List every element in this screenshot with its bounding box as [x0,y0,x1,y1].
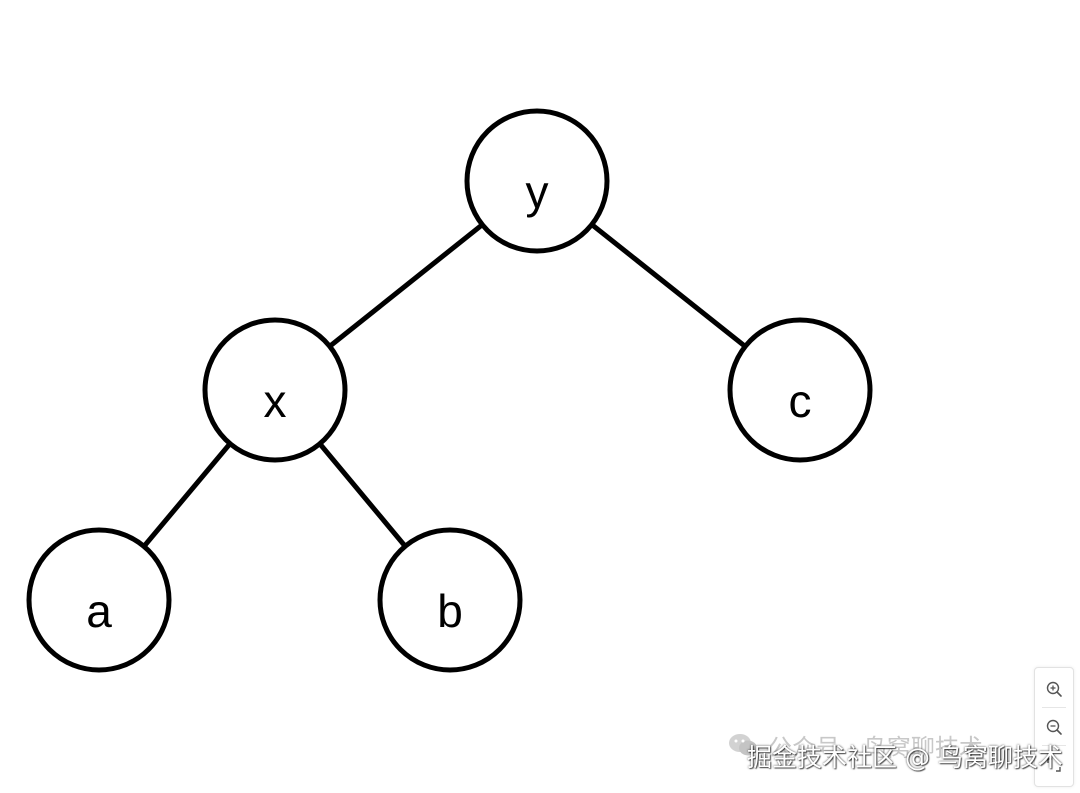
wechat-icon [729,734,757,756]
edges-layer [142,222,747,548]
node-label: b [437,585,463,637]
toolbar-divider [1042,707,1066,708]
node-circle [377,527,523,673]
toolbar-divider [1042,745,1066,746]
node-circle [464,108,610,254]
zoom-out-icon [1046,719,1062,735]
edge-x-a [142,442,232,548]
node-circle [202,317,348,463]
wechat-watermark-text: 公众号 · 鸟窝聊技术 [768,733,983,762]
zoom-in-icon [1046,681,1062,697]
node-circle [727,317,873,463]
reset-zoom-button[interactable] [1035,746,1073,784]
nodes-layer: y x c a b [26,108,873,673]
edge-y-x [328,222,484,349]
node-a: a [26,527,172,673]
node-x: x [202,317,348,463]
zoom-out-button[interactable] [1035,708,1073,746]
node-label: a [86,585,112,637]
zoom-in-button[interactable] [1035,670,1073,708]
juejin-watermark: 掘金技术社区 @ 鸟窝聊技术 [747,743,1063,772]
node-label: x [264,375,287,427]
edge-x-b [317,442,408,548]
reset-zoom-icon [1047,758,1061,772]
wechat-watermark: 公众号 · 鸟窝聊技术 [728,729,983,762]
edge-y-c [590,222,747,349]
node-circle [26,527,172,673]
node-y: y [464,108,610,254]
zoom-toolbar [1034,667,1074,787]
node-label: c [789,375,812,427]
node-b: b [377,527,523,673]
node-label: y [526,166,549,218]
node-c: c [727,317,873,463]
